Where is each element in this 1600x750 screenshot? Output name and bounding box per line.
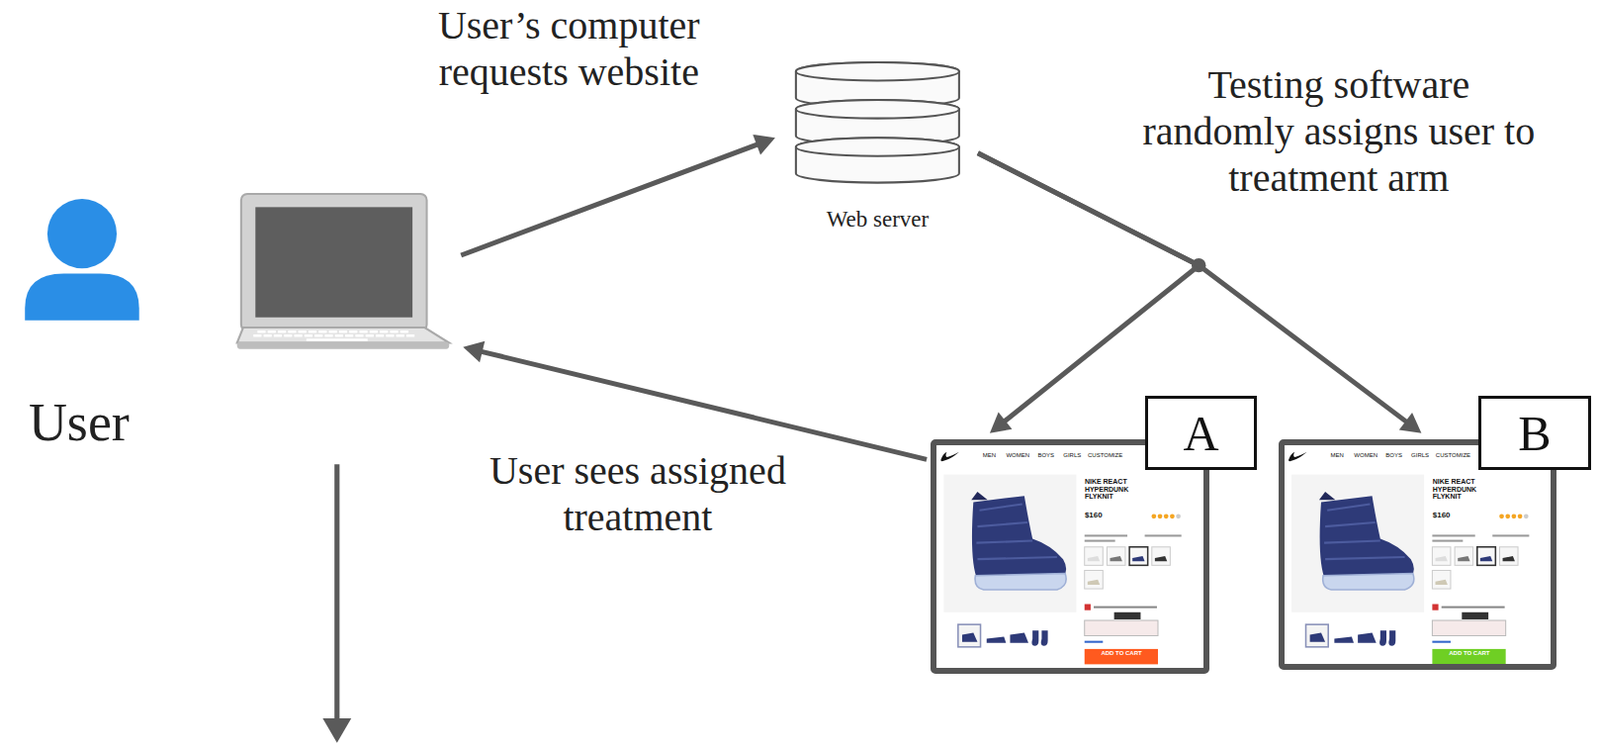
cart-button [1431,648,1506,664]
laptop-icon [237,193,450,350]
button-label: ADD TO CART [1084,649,1158,657]
laptop-screen [255,206,413,317]
server-disk [796,137,960,182]
connector [460,134,776,256]
nav-item: MEN [1331,451,1344,459]
server-disk-top [796,62,960,82]
connector-line [460,144,759,256]
server-icon [796,62,960,183]
edge-label: Testing software randomly assigns user t… [1130,61,1547,202]
server-disk-top [796,137,960,157]
connector [462,341,927,459]
space-bar [306,338,368,342]
variant-letter: A [1182,408,1219,458]
laptop-lid [241,193,428,331]
variant-letter: B [1517,408,1551,458]
nav-item: WOMEN [1353,451,1378,459]
server-disk-top [796,99,960,119]
connector [977,153,1200,434]
arrow-head [989,412,1012,434]
arrow-head [322,717,352,743]
variant-tag: B [1478,395,1592,469]
nav-item: GIRLS [1411,451,1429,459]
variant-a-page [930,438,1210,673]
nav-item: CUSTOMIZE [1435,451,1471,459]
nav-item: BOYS [1385,451,1403,459]
node-title: User [28,393,130,452]
product-title: NIKE REACT HYPERDUNK FLYKNIT [1084,477,1142,501]
key-row [253,334,416,338]
node-title: Web server [781,205,975,234]
screenshot-frame: A [930,439,1210,674]
user-head [47,198,117,268]
nav-item: MEN [982,451,996,459]
nav-item: GIRLS [1063,451,1081,459]
nav-item: BOYS [1037,451,1055,459]
laptop-base [237,341,450,349]
screenshot-frame: B [1278,439,1557,670]
user-icon [24,198,140,321]
arrow-head [462,341,485,362]
edge-label: User sees assigned treatment [448,446,827,540]
nav-item: WOMEN [1005,451,1030,459]
connector-line [480,351,927,459]
button-label: ADD TO CART [1432,649,1507,657]
variant-b-page [1278,438,1558,673]
key-row [257,330,411,334]
product-price: $160 [1084,511,1103,521]
flow-arrow [334,463,340,722]
variant-tag: A [1145,395,1258,469]
nav-item: CUSTOMIZE [1087,451,1123,459]
product-price: $160 [1432,511,1451,521]
arrow-head [752,134,776,156]
laptop-keyboard [237,327,450,343]
cart-button [1084,648,1158,664]
server-node: Web server [781,59,975,235]
arrow-head [1399,412,1423,434]
edge-label: User’s computer requests website [392,1,745,95]
user-node: User [18,188,458,454]
user-body [24,272,140,320]
product-title: NIKE REACT HYPERDUNK FLYKNIT [1432,477,1490,501]
connector-line [977,153,1200,423]
